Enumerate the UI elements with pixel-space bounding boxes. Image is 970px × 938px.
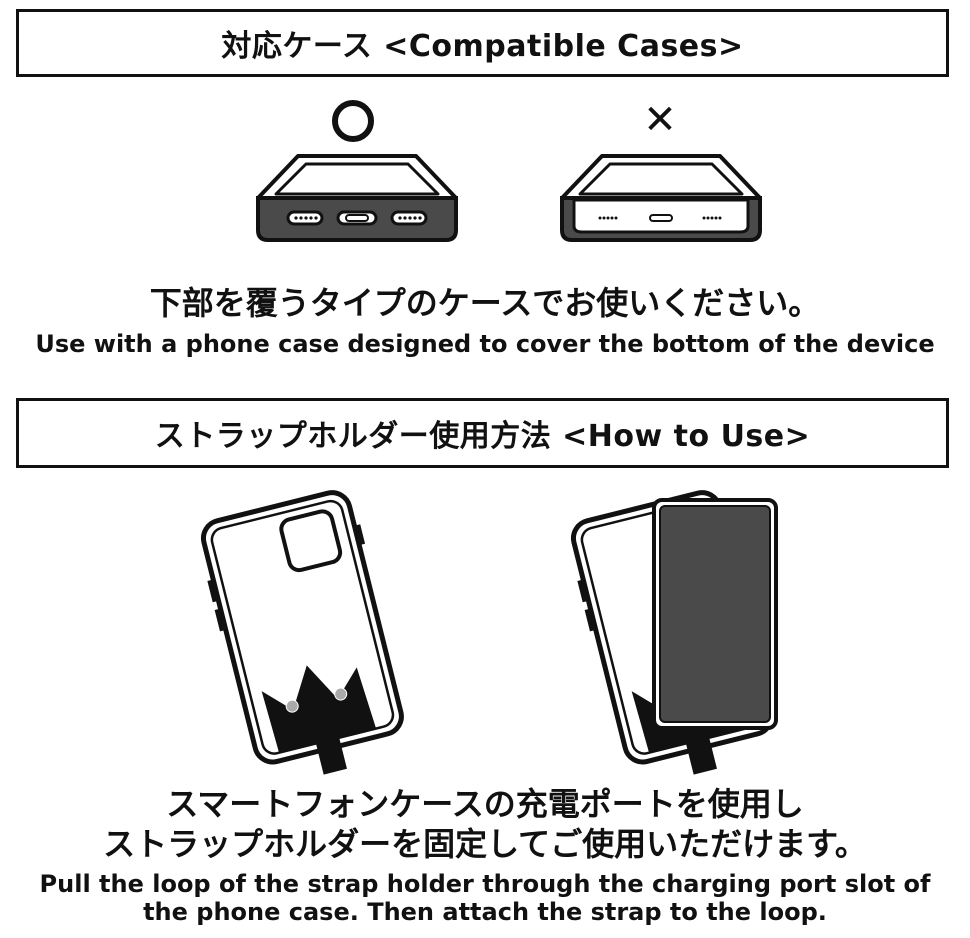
case-bottom-open-icon [560, 154, 762, 242]
caption-jp-compatible: 下部を覆うタイプのケースでお使いください。 [149, 284, 821, 322]
caption-en-line1: Pull the loop of the strap holder throug… [39, 870, 931, 898]
section-title-how-to-use: ストラップホルダー使用方法 <How to Use> [16, 398, 949, 468]
caption-jp-line2: ストラップホルダーを固定してご使用いただけます。 [103, 825, 867, 863]
caption-en-how-to-use: Pull the loop of the strap holder throug… [0, 870, 970, 926]
caption-jp-line1: スマートフォンケースの充電ポートを使用し [166, 785, 804, 823]
case-bottom-covered-icon [256, 154, 458, 242]
phone-case-back-icon [200, 490, 404, 775]
caption-en-compatible: Use with a phone case designed to cover … [35, 330, 935, 358]
phone-with-case-icon [570, 490, 778, 775]
caption-jp-how-to-use: スマートフォンケースの充電ポートを使用し ストラップホルダーを固定してご使用いた… [0, 784, 970, 864]
caption-en-line2: the phone case. Then attach the strap to… [143, 898, 827, 926]
section-title-compatible-cases: 対応ケース <Compatible Cases> [16, 9, 949, 77]
cross-ng-icon: ✕ [643, 97, 677, 143]
circle-ok-icon [332, 100, 374, 142]
